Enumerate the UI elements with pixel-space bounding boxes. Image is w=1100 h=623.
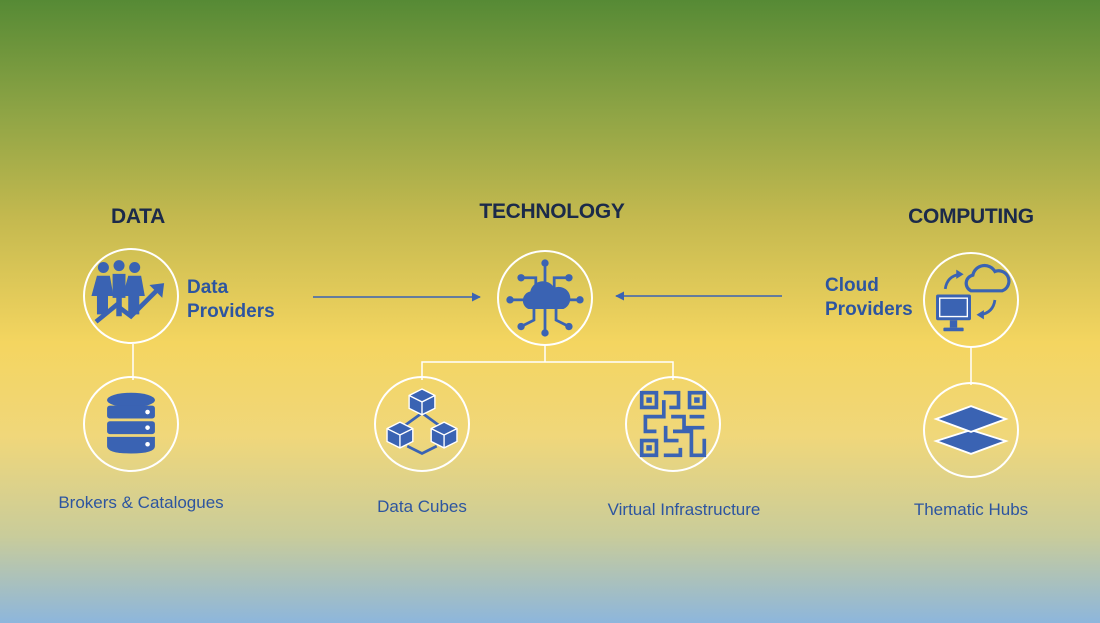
cloud-providers-label-line1: Cloud bbox=[825, 275, 879, 296]
cloud-sync-monitor-icon bbox=[936, 263, 1011, 332]
virtual-infrastructure-label: Virtual Infrastructure bbox=[607, 500, 761, 519]
link-technology-branch bbox=[421, 361, 674, 380]
data-cubes-label: Data Cubes bbox=[377, 497, 467, 516]
circuit-maze-icon bbox=[639, 390, 707, 458]
data-cubes-node bbox=[374, 376, 470, 472]
cloud-network-icon bbox=[506, 259, 584, 337]
heading-data: DATA bbox=[110, 205, 166, 228]
data-cubes-icon bbox=[386, 388, 458, 455]
thematic-hubs-label: Thematic Hubs bbox=[913, 500, 1029, 519]
data-providers-label-line2: Providers bbox=[187, 301, 275, 322]
data-providers-label: Data Providers bbox=[187, 276, 275, 324]
heading-computing: COMPUTING bbox=[908, 205, 1034, 228]
layers-icon bbox=[933, 405, 1009, 455]
virtual-infrastructure-node bbox=[625, 376, 721, 472]
data-providers-label-line1: Data bbox=[187, 277, 229, 298]
cloud-providers-node bbox=[923, 252, 1019, 348]
brokers-node bbox=[83, 376, 179, 472]
technology-hub-node bbox=[497, 250, 593, 346]
heading-technology: TECHNOLOGY bbox=[479, 200, 625, 223]
database-icon bbox=[107, 392, 155, 454]
data-providers-node bbox=[83, 248, 179, 344]
thematic-hubs-node bbox=[923, 382, 1019, 478]
brokers-label: Brokers & Catalogues bbox=[58, 493, 224, 512]
cloud-providers-label: Cloud Providers bbox=[825, 274, 913, 322]
people-growth-icon bbox=[91, 260, 165, 324]
cloud-providers-label-line2: Providers bbox=[825, 299, 913, 320]
